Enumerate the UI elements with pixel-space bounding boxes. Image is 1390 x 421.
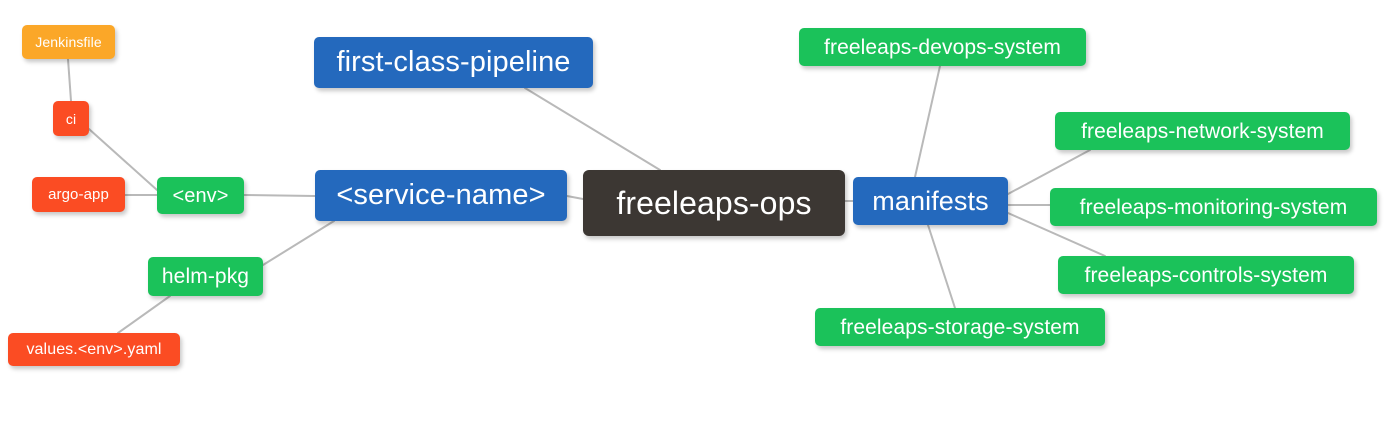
edge-service-name-to-freeleaps-ops: [566, 195, 584, 200]
node-ci[interactable]: ci: [53, 101, 89, 136]
edge-service-name-to-helm-pkg: [262, 220, 335, 266]
node-freeleaps-controls-system[interactable]: freeleaps-controls-system: [1058, 256, 1354, 294]
edge-helm-pkg-to-values-yaml: [117, 295, 171, 334]
node-values-yaml[interactable]: values.<env>.yaml: [8, 333, 180, 366]
edge-manifests-to-freeleaps-devops-system: [914, 65, 941, 178]
node-freeleaps-devops-system[interactable]: freeleaps-devops-system: [799, 28, 1086, 66]
node-jenkinsfile[interactable]: Jenkinsfile: [22, 25, 115, 59]
node-manifests[interactable]: manifests: [853, 177, 1008, 225]
node-first-class-pipeline[interactable]: first-class-pipeline: [314, 37, 593, 88]
node-freeleaps-ops[interactable]: freeleaps-ops: [583, 170, 845, 236]
node-helm-pkg[interactable]: helm-pkg: [148, 257, 263, 296]
edge-jenkinsfile-to-ci: [67, 58, 72, 102]
node-env[interactable]: <env>: [157, 177, 244, 214]
node-argo-app[interactable]: argo-app: [32, 177, 125, 212]
node-service-name[interactable]: <service-name>: [315, 170, 567, 221]
edge-env-to-service-name: [243, 194, 316, 197]
edge-manifests-to-freeleaps-storage-system: [927, 224, 956, 309]
node-freeleaps-monitoring-system[interactable]: freeleaps-monitoring-system: [1050, 188, 1377, 226]
node-freeleaps-storage-system[interactable]: freeleaps-storage-system: [815, 308, 1105, 346]
node-freeleaps-network-system[interactable]: freeleaps-network-system: [1055, 112, 1350, 150]
edge-first-class-pipeline-to-freeleaps-ops: [524, 87, 661, 171]
